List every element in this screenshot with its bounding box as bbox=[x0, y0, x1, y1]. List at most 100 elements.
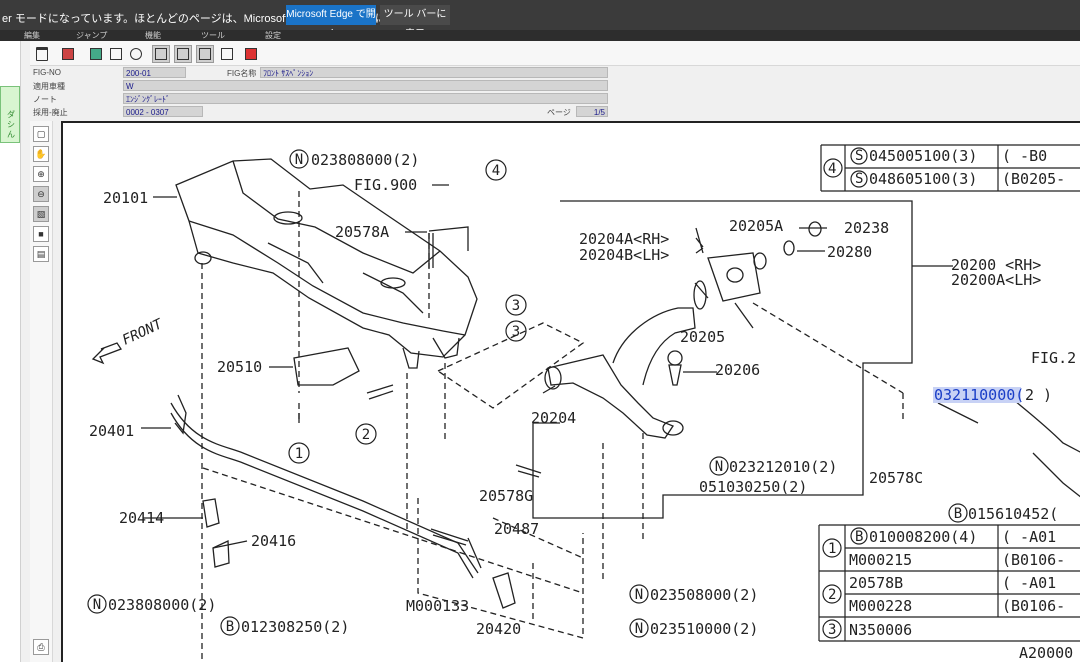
fig-name-label: FIG名称 bbox=[227, 69, 257, 78]
table-group-3: 3 bbox=[828, 622, 836, 638]
part-20401[interactable]: 20401 bbox=[89, 422, 134, 440]
left-side-panel: ダ シ ん bbox=[0, 41, 21, 662]
s-marker-icon: S bbox=[855, 171, 863, 187]
table-top-part-1[interactable]: 045005100(3) bbox=[869, 147, 977, 165]
part-20578A[interactable]: 20578A bbox=[335, 223, 389, 241]
part-051030250[interactable]: 051030250(2) bbox=[699, 478, 807, 496]
n-marker-icon: N bbox=[715, 459, 723, 475]
print-preview-icon[interactable] bbox=[59, 45, 77, 63]
callout-4[interactable]: 4 bbox=[492, 163, 500, 179]
show-in-toolbar-button[interactable]: ツール バーに表示 bbox=[380, 5, 450, 40]
vehicle-label: 適用車種 bbox=[33, 82, 65, 91]
table-top-right: 4 S S 045005100(3) 048605100(3) ( -B0 (B… bbox=[820, 144, 1080, 192]
part-032110000-highlighted[interactable]: 032110000( bbox=[934, 386, 1024, 404]
print-small-icon[interactable]: ⎙ bbox=[33, 639, 49, 655]
part-023808000-top[interactable]: 023808000(2) bbox=[311, 151, 419, 169]
toolbar bbox=[30, 41, 1080, 66]
note-label: ノート bbox=[33, 95, 57, 104]
period-label: 採用-廃止 bbox=[33, 108, 68, 117]
view-mode-2-icon[interactable] bbox=[174, 45, 192, 63]
part-20200A[interactable]: 20200A<LH> bbox=[951, 271, 1041, 289]
copy-icon[interactable] bbox=[107, 45, 125, 63]
table-group-1: 1 bbox=[828, 541, 836, 557]
note-row: ノート ｴﾝｼﾞﾝｸﾞﾚｰﾄﾞ bbox=[30, 92, 610, 105]
table-top-range-1: ( -B0 bbox=[1002, 147, 1047, 165]
table-part-010008200[interactable]: 010008200(4) bbox=[869, 528, 977, 546]
part-20280[interactable]: 20280 bbox=[827, 243, 872, 261]
vehicle-row: 適用車種 W bbox=[30, 79, 610, 92]
callout-2[interactable]: 2 bbox=[362, 427, 370, 443]
part-023808000-bottom[interactable]: 023808000(2) bbox=[108, 596, 216, 614]
callout-3a[interactable]: 3 bbox=[512, 298, 520, 314]
export-icon[interactable] bbox=[218, 45, 236, 63]
b-marker-icon: B bbox=[226, 619, 234, 635]
part-20204B[interactable]: 20204B<LH> bbox=[579, 246, 669, 264]
part-023510000[interactable]: 023510000(2) bbox=[650, 620, 758, 638]
view-mode-1-icon[interactable] bbox=[152, 45, 170, 63]
table-bottom-right: 1 2 3 B 010008200(4) ( -A01 M000215 (B01… bbox=[818, 524, 1080, 642]
menu-function[interactable]: 機能 bbox=[145, 31, 161, 40]
hand-pan-icon[interactable]: ✋ bbox=[33, 146, 49, 162]
side-tab[interactable]: ダ シ ん bbox=[0, 86, 20, 143]
zoom-in-icon[interactable]: ⊕ bbox=[33, 166, 49, 182]
part-20206[interactable]: 20206 bbox=[715, 361, 760, 379]
b-marker-icon: B bbox=[855, 529, 863, 545]
select-area-icon[interactable]: ▢ bbox=[33, 126, 49, 142]
table-top-part-2[interactable]: 048605100(3) bbox=[869, 170, 977, 188]
zoom-out-icon[interactable]: ⊖ bbox=[33, 186, 49, 202]
part-023212010[interactable]: 023212010(2) bbox=[729, 458, 837, 476]
fig-900-link[interactable]: FIG.900 bbox=[354, 176, 417, 194]
part-20205[interactable]: 20205 bbox=[680, 328, 725, 346]
print-icon[interactable] bbox=[33, 45, 51, 63]
part-20200[interactable]: 20200 <RH> bbox=[951, 256, 1041, 274]
table-part-M000228[interactable]: M000228 bbox=[849, 597, 912, 615]
part-012308250[interactable]: 012308250(2) bbox=[241, 618, 349, 636]
table-part-M000215[interactable]: M000215 bbox=[849, 551, 912, 569]
highlight-box bbox=[933, 387, 1021, 403]
callout-3b[interactable]: 3 bbox=[512, 324, 520, 340]
part-20101[interactable]: 20101 bbox=[103, 189, 148, 207]
fig-2-link[interactable]: FIG.2 bbox=[1031, 349, 1076, 367]
table-part-N350006[interactable]: N350006 bbox=[849, 621, 912, 639]
menu-tools[interactable]: ツール bbox=[201, 31, 225, 40]
part-20238[interactable]: 20238 bbox=[844, 219, 889, 237]
part-20420[interactable]: 20420 bbox=[476, 620, 521, 638]
figure-info-panel: FIG-NO 200-01 FIG名称 ﾌﾛﾝﾄ ｻｽﾍﾟﾝｼｮﾝ 適用車種 W… bbox=[30, 65, 610, 120]
part-023508000[interactable]: 023508000(2) bbox=[650, 586, 758, 604]
callout-1[interactable]: 1 bbox=[295, 446, 303, 462]
part-20487[interactable]: 20487 bbox=[494, 520, 539, 538]
view-mode-3-icon[interactable] bbox=[196, 45, 214, 63]
table-range-1-1: ( -A01 bbox=[1002, 528, 1056, 546]
side-tab-char: シ bbox=[7, 120, 15, 129]
part-20205A[interactable]: 20205A bbox=[729, 217, 783, 235]
menu-settings[interactable]: 設定 bbox=[265, 31, 281, 40]
add-note-icon[interactable] bbox=[242, 45, 260, 63]
fig-no-row: FIG-NO 200-01 FIG名称 ﾌﾛﾝﾄ ｻｽﾍﾟﾝｼｮﾝ bbox=[30, 66, 610, 79]
side-tab-char: ん bbox=[7, 130, 15, 139]
part-20578G[interactable]: 20578G bbox=[479, 487, 533, 505]
open-in-edge-button[interactable]: Microsoft Edge で開く bbox=[286, 5, 376, 40]
part-20416[interactable]: 20416 bbox=[251, 532, 296, 550]
highlight-icon[interactable]: ■ bbox=[33, 226, 49, 242]
part-20510[interactable]: 20510 bbox=[217, 358, 262, 376]
n-marker-icon: N bbox=[93, 597, 101, 613]
part-M000133[interactable]: M000133 bbox=[406, 597, 469, 615]
fit-page-icon[interactable]: ▧ bbox=[33, 206, 49, 222]
table-top-group: 4 bbox=[828, 161, 836, 177]
ie-mode-notice-bar: er モードになっています。ほとんどのページは、Microsoft Edge で… bbox=[0, 0, 1080, 40]
part-20578C[interactable]: 20578C bbox=[869, 469, 923, 487]
menu-jump[interactable]: ジャンプ bbox=[76, 31, 108, 40]
vehicle-value: W bbox=[123, 80, 608, 91]
parts-list-icon[interactable] bbox=[87, 45, 105, 63]
diagram-code: A20000 bbox=[1019, 644, 1073, 662]
menu-edit[interactable]: 編集 bbox=[24, 31, 40, 40]
page-label: ページ bbox=[547, 108, 571, 117]
part-20414[interactable]: 20414 bbox=[119, 509, 164, 527]
memo-icon[interactable]: ▤ bbox=[33, 246, 49, 262]
table-range-1-2: (B0106- bbox=[1002, 551, 1065, 569]
part-20204A[interactable]: 20204A<RH> bbox=[579, 230, 669, 248]
part-015610452[interactable]: 015610452( bbox=[968, 505, 1058, 523]
part-20204[interactable]: 20204 bbox=[531, 409, 576, 427]
table-part-20578B[interactable]: 20578B bbox=[849, 574, 903, 592]
settings-icon[interactable] bbox=[127, 45, 145, 63]
